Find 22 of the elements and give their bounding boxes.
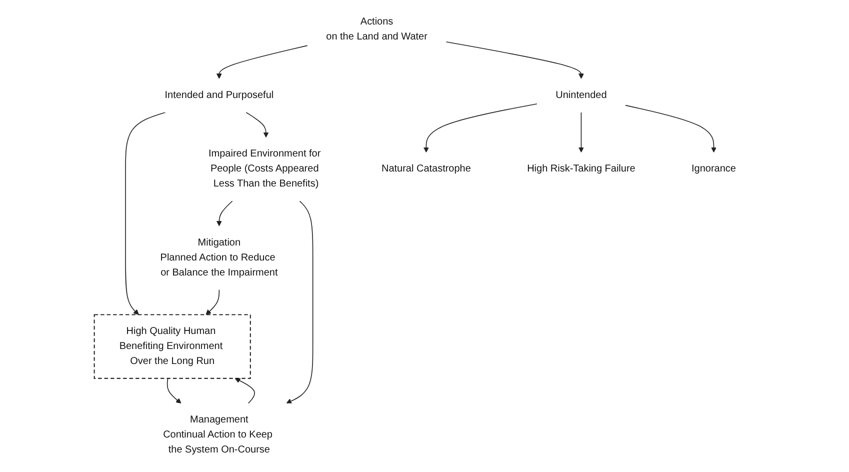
arrow xyxy=(246,112,269,138)
node-text: Impaired Environment for People (Costs Appeared Less Than the Benefits) xyxy=(208,148,321,190)
node-text: Natural Catastrophe xyxy=(382,164,471,174)
node-text: Mitigation Planned Action to Reduce or Balance the Impairment xyxy=(160,237,278,278)
arrow xyxy=(125,112,166,315)
arrow xyxy=(625,104,716,153)
arrow xyxy=(166,378,182,404)
node-text: Intended and Purposeful xyxy=(164,90,274,101)
arrow xyxy=(234,378,255,404)
node-text: Management Continual Action to Keep the System On-Course xyxy=(163,414,272,456)
node-text: Ignorance xyxy=(692,164,736,174)
arrow xyxy=(216,45,308,79)
node-text: Actions on the Land and Water xyxy=(326,16,428,42)
arrow xyxy=(423,104,538,153)
node-box: High Quality Human Benefiting Environment Over the Long Run xyxy=(94,314,251,379)
arrow xyxy=(578,112,584,153)
arrow xyxy=(286,200,314,404)
arrow xyxy=(446,41,584,79)
node-text: High Risk-Taking Failure xyxy=(527,164,636,174)
arrow xyxy=(206,289,220,315)
arrow xyxy=(216,200,233,226)
node-text: Unintended xyxy=(556,90,607,101)
